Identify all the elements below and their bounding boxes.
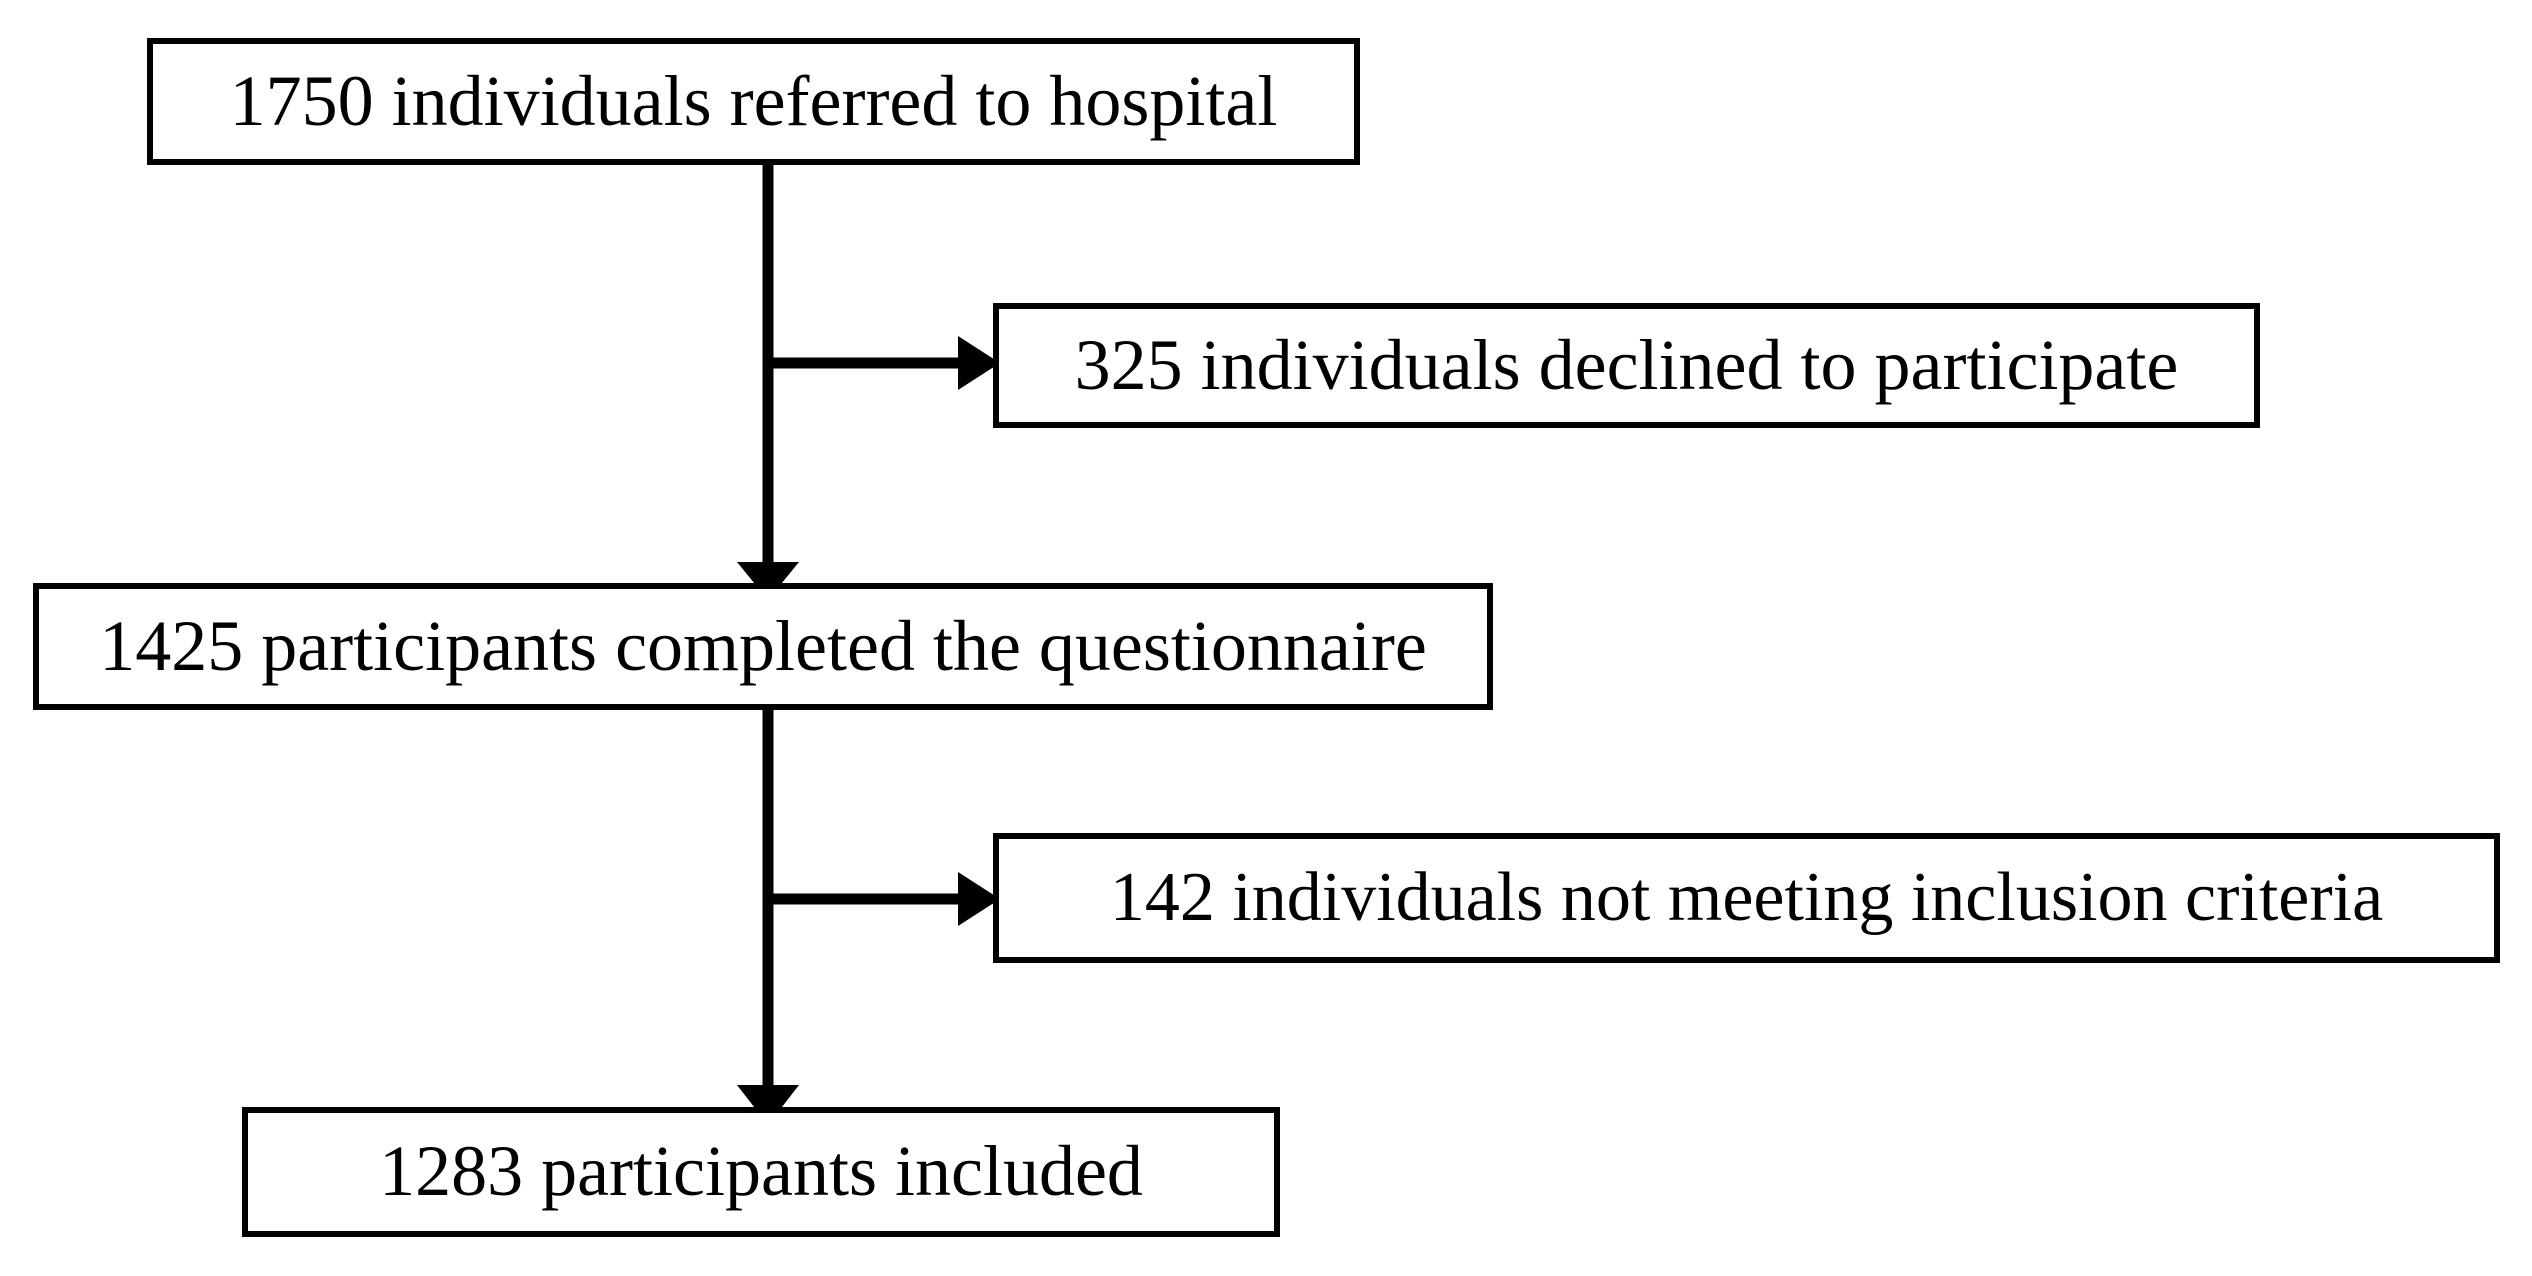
node-declined-label: 325 individuals declined to participate xyxy=(1074,324,2179,405)
node-declined: 325 individuals declined to participate xyxy=(993,303,2260,428)
node-referred-label: 1750 individuals referred to hospital xyxy=(229,60,1278,141)
edge-completed-to-excluded xyxy=(768,872,1000,926)
node-completed: 1425 participants completed the question… xyxy=(33,583,1493,710)
node-included: 1283 participants included xyxy=(242,1107,1280,1237)
edge-completed-to-included xyxy=(737,710,799,1125)
edge-referred-to-declined xyxy=(768,336,1000,390)
node-excluded: 142 individuals not meeting inclusion cr… xyxy=(993,833,2500,963)
edge-referred-to-completed xyxy=(737,165,799,600)
node-referred: 1750 individuals referred to hospital xyxy=(147,38,1360,165)
node-excluded-label: 142 individuals not meeting inclusion cr… xyxy=(1109,859,2384,937)
node-included-label: 1283 participants included xyxy=(379,1131,1143,1212)
node-completed-label: 1425 participants completed the question… xyxy=(99,605,1427,686)
